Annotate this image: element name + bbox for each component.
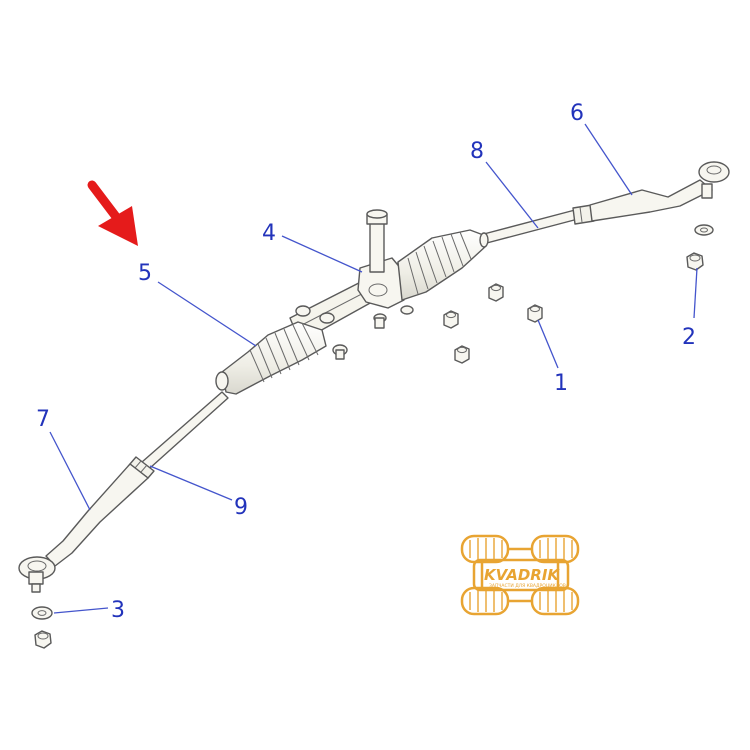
right-bellows-boot (397, 229, 489, 301)
left-bellows-boot (215, 321, 327, 395)
pinion-shaft (366, 209, 388, 273)
logo-tagline: ЗАПЧАСТИ ДЛЯ КВАДРОЦИКЛОВ (489, 583, 566, 589)
callout-9: 9 (234, 495, 248, 520)
callout-3: 3 (111, 598, 125, 623)
mounting-nut-1 (443, 310, 459, 329)
leader-3 (53, 607, 109, 614)
leader-7 (49, 431, 91, 511)
leader-2 (693, 267, 698, 319)
callout-8: 8 (470, 139, 484, 164)
leader-4 (281, 235, 363, 273)
mounting-nut-3 (527, 304, 543, 323)
leader-8 (485, 161, 539, 229)
right-tie-rod (479, 209, 579, 245)
left-nut (34, 630, 52, 649)
leader-lines (49, 123, 698, 614)
mounting-nut-2 (488, 283, 504, 302)
highlight-arrow-icon (87, 180, 138, 246)
callout-7: 7 (36, 407, 50, 432)
kvadrik-logo: KVADRIK ЗАПЧАСТИ ДЛЯ КВАДРОЦИКЛОВ (460, 534, 580, 616)
leader-5 (157, 281, 257, 347)
right-nut (686, 252, 704, 271)
left-tie-rod-end (18, 463, 149, 593)
leader-1 (537, 319, 559, 369)
callout-4: 4 (262, 221, 276, 246)
callout-1: 1 (554, 371, 568, 396)
leader-6 (584, 123, 633, 196)
callout-5: 5 (138, 261, 152, 286)
left-tie-rod (141, 391, 229, 469)
logo-name: KVADRIK (484, 566, 560, 584)
left-washer (31, 606, 53, 620)
callout-6: 6 (570, 101, 584, 126)
leader-9 (149, 465, 233, 501)
mounting-nut-4 (454, 345, 470, 364)
right-tie-rod-end (589, 161, 730, 222)
right-washer (694, 224, 714, 236)
callout-2: 2 (682, 325, 696, 350)
